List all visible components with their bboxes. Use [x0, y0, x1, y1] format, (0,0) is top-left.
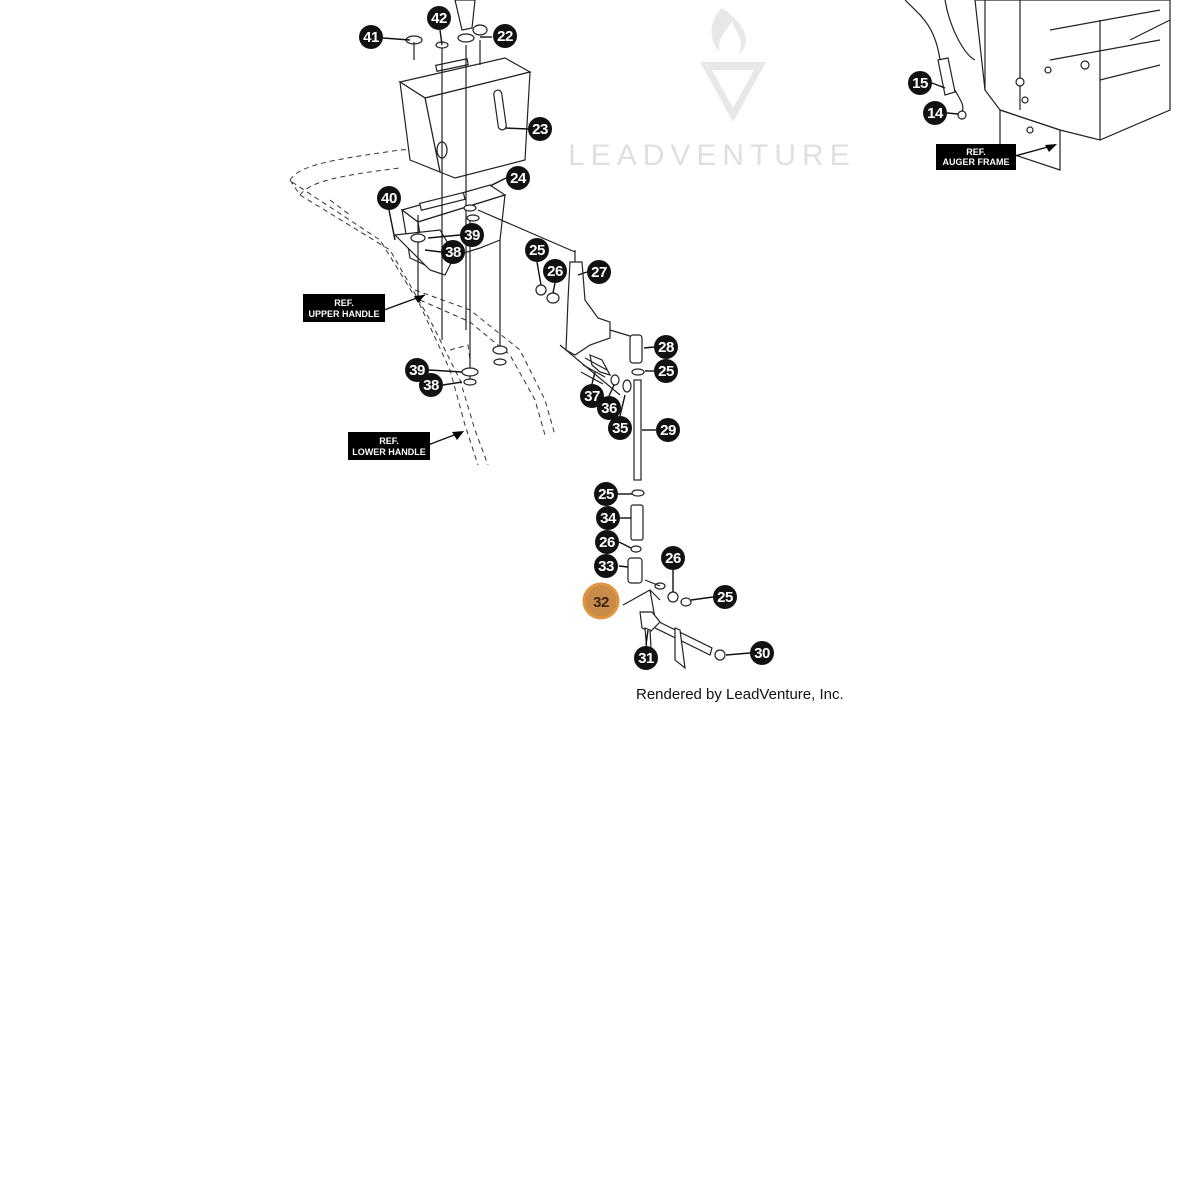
svg-text:26: 26: [547, 263, 563, 280]
callout-42: 42: [427, 6, 451, 30]
callout-41: 41: [359, 25, 383, 49]
svg-text:REF.: REF.: [334, 298, 354, 308]
auger-frame: [904, 0, 1171, 171]
svg-text:REF.: REF.: [966, 147, 986, 157]
svg-text:41: 41: [363, 29, 379, 46]
shift-lever: [477, 209, 632, 396]
svg-text:28: 28: [658, 339, 674, 356]
ref-upper-handle: REF. UPPER HANDLE: [303, 294, 426, 322]
svg-text:26: 26: [599, 534, 615, 551]
callout-31: 31: [634, 646, 658, 670]
svg-text:14: 14: [927, 105, 944, 122]
callout-23: 23: [528, 117, 552, 141]
svg-text:25: 25: [598, 486, 614, 503]
hardware: [410, 204, 560, 386]
svg-text:42: 42: [431, 10, 447, 27]
callout-39: 39: [405, 358, 429, 382]
svg-text:AUGER FRAME: AUGER FRAME: [943, 157, 1010, 167]
callout-29: 29: [656, 418, 680, 442]
shift-rod: [627, 334, 692, 607]
shift-arm: [622, 589, 726, 670]
bolt-rods: [417, 40, 501, 380]
callout-32-highlighted[interactable]: 32: [582, 582, 620, 620]
callout-27: 27: [587, 260, 611, 284]
callout-15: 15: [908, 71, 932, 95]
callout-25: 25: [713, 585, 737, 609]
svg-text:38: 38: [445, 244, 461, 261]
callout-25: 25: [654, 359, 678, 383]
handle-frame: [289, 147, 556, 466]
svg-text:25: 25: [717, 589, 733, 606]
callout-25: 25: [525, 238, 549, 262]
callout-40: 40: [377, 186, 401, 210]
callout-24: 24: [506, 166, 530, 190]
svg-text:31: 31: [638, 650, 654, 667]
callouts: 41 42 22 23 24 40 39 38 25 26 27 28 25 3…: [359, 6, 947, 670]
callout-26: 26: [595, 530, 619, 554]
callout-36: 36: [597, 396, 621, 420]
callout-35: 35: [608, 416, 632, 440]
leader-lines: [382, 29, 959, 656]
svg-text:33: 33: [598, 558, 614, 575]
svg-text:24: 24: [510, 170, 527, 187]
svg-text:37: 37: [584, 388, 600, 405]
callout-28: 28: [654, 335, 678, 359]
svg-text:38: 38: [423, 377, 439, 394]
credit-text: Rendered by LeadVenture, Inc.: [636, 686, 844, 703]
upper-bracket: [398, 57, 532, 179]
callout-34: 34: [596, 506, 620, 530]
svg-text:23: 23: [532, 121, 548, 138]
svg-text:LOWER HANDLE: LOWER HANDLE: [352, 447, 426, 457]
svg-text:27: 27: [591, 264, 607, 281]
callout-26: 26: [661, 546, 685, 570]
callout-26: 26: [543, 259, 567, 283]
svg-text:40: 40: [381, 190, 397, 207]
ref-lower-handle: REF. LOWER HANDLE: [348, 431, 464, 460]
callout-38: 38: [441, 240, 465, 264]
svg-text:25: 25: [529, 242, 545, 259]
callout-25: 25: [594, 482, 618, 506]
ref-auger-frame: REF. AUGER FRAME: [936, 144, 1057, 170]
watermark-text: LEADVENTURE: [568, 139, 856, 172]
callout-37: 37: [580, 384, 604, 408]
svg-text:30: 30: [754, 645, 770, 662]
svg-text:36: 36: [601, 400, 617, 417]
callout-14: 14: [923, 101, 947, 125]
svg-text:32: 32: [593, 594, 609, 611]
callout-33: 33: [594, 554, 618, 578]
svg-text:15: 15: [912, 75, 928, 92]
svg-text:UPPER HANDLE: UPPER HANDLE: [308, 309, 379, 319]
watermark-logo: LEADVENTURE: [568, 8, 856, 172]
svg-text:39: 39: [464, 227, 480, 244]
svg-text:35: 35: [612, 420, 628, 437]
svg-text:26: 26: [665, 550, 681, 567]
svg-text:22: 22: [497, 28, 513, 45]
callout-22: 22: [493, 24, 517, 48]
callout-30: 30: [750, 641, 774, 665]
callout-38: 38: [419, 373, 443, 397]
svg-text:34: 34: [600, 510, 617, 527]
svg-text:REF.: REF.: [379, 436, 399, 446]
svg-text:39: 39: [409, 362, 425, 379]
svg-text:29: 29: [660, 422, 676, 439]
svg-text:25: 25: [658, 363, 674, 380]
callout-39: 39: [460, 223, 484, 247]
